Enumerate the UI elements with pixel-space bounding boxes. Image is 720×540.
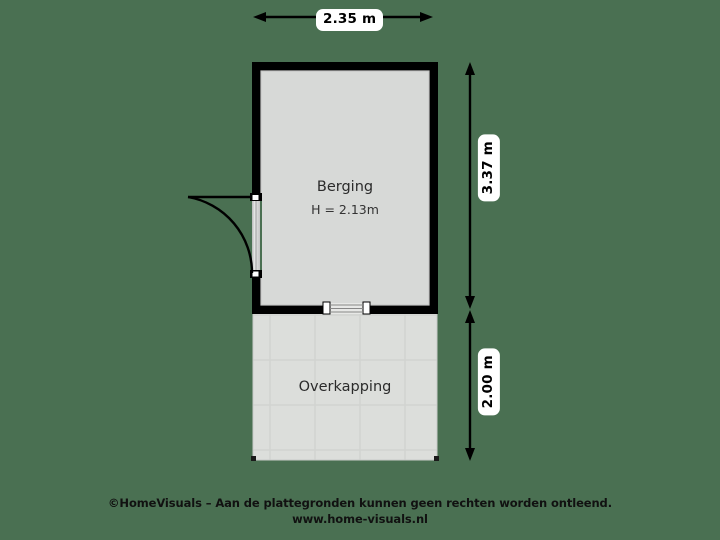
overkapping-corner-left	[251, 456, 256, 461]
room-height-berging: H = 2.13m	[311, 201, 379, 217]
footer: ©HomeVisuals – Aan de plattegronden kunn…	[0, 496, 720, 526]
rear-window	[322, 301, 371, 315]
berging-floor	[261, 71, 429, 305]
room-berging	[252, 62, 438, 314]
door-swing-arc	[187, 195, 254, 274]
overkapping-corner-right	[434, 456, 439, 461]
window-frame-left	[322, 301, 331, 315]
door-hinge-bottom	[252, 271, 259, 277]
dimension-label-berging-depth: 3.37 m	[477, 134, 500, 202]
door-hinge-top	[252, 195, 259, 200]
room-label-overkapping: Overkapping	[245, 378, 445, 398]
dimension-label-width: 2.35 m	[316, 9, 384, 31]
window-frame-right	[362, 301, 371, 315]
room-overkapping	[251, 309, 439, 461]
dimension-line-right-lower	[465, 310, 475, 461]
entrance-door	[187, 193, 262, 278]
dimension-line-right-upper	[465, 62, 475, 309]
overkapping-floor	[253, 310, 437, 460]
room-name-berging: Berging	[316, 179, 374, 195]
footer-copyright: ©HomeVisuals – Aan de plattegronden kunn…	[108, 496, 612, 510]
dimension-label-overkapping-depth: 2.00 m	[477, 348, 500, 416]
footer-website: www.home-visuals.nl	[292, 512, 428, 526]
room-name-overkapping: Overkapping	[298, 379, 392, 395]
room-label-berging: Berging H = 2.13m	[245, 178, 445, 218]
